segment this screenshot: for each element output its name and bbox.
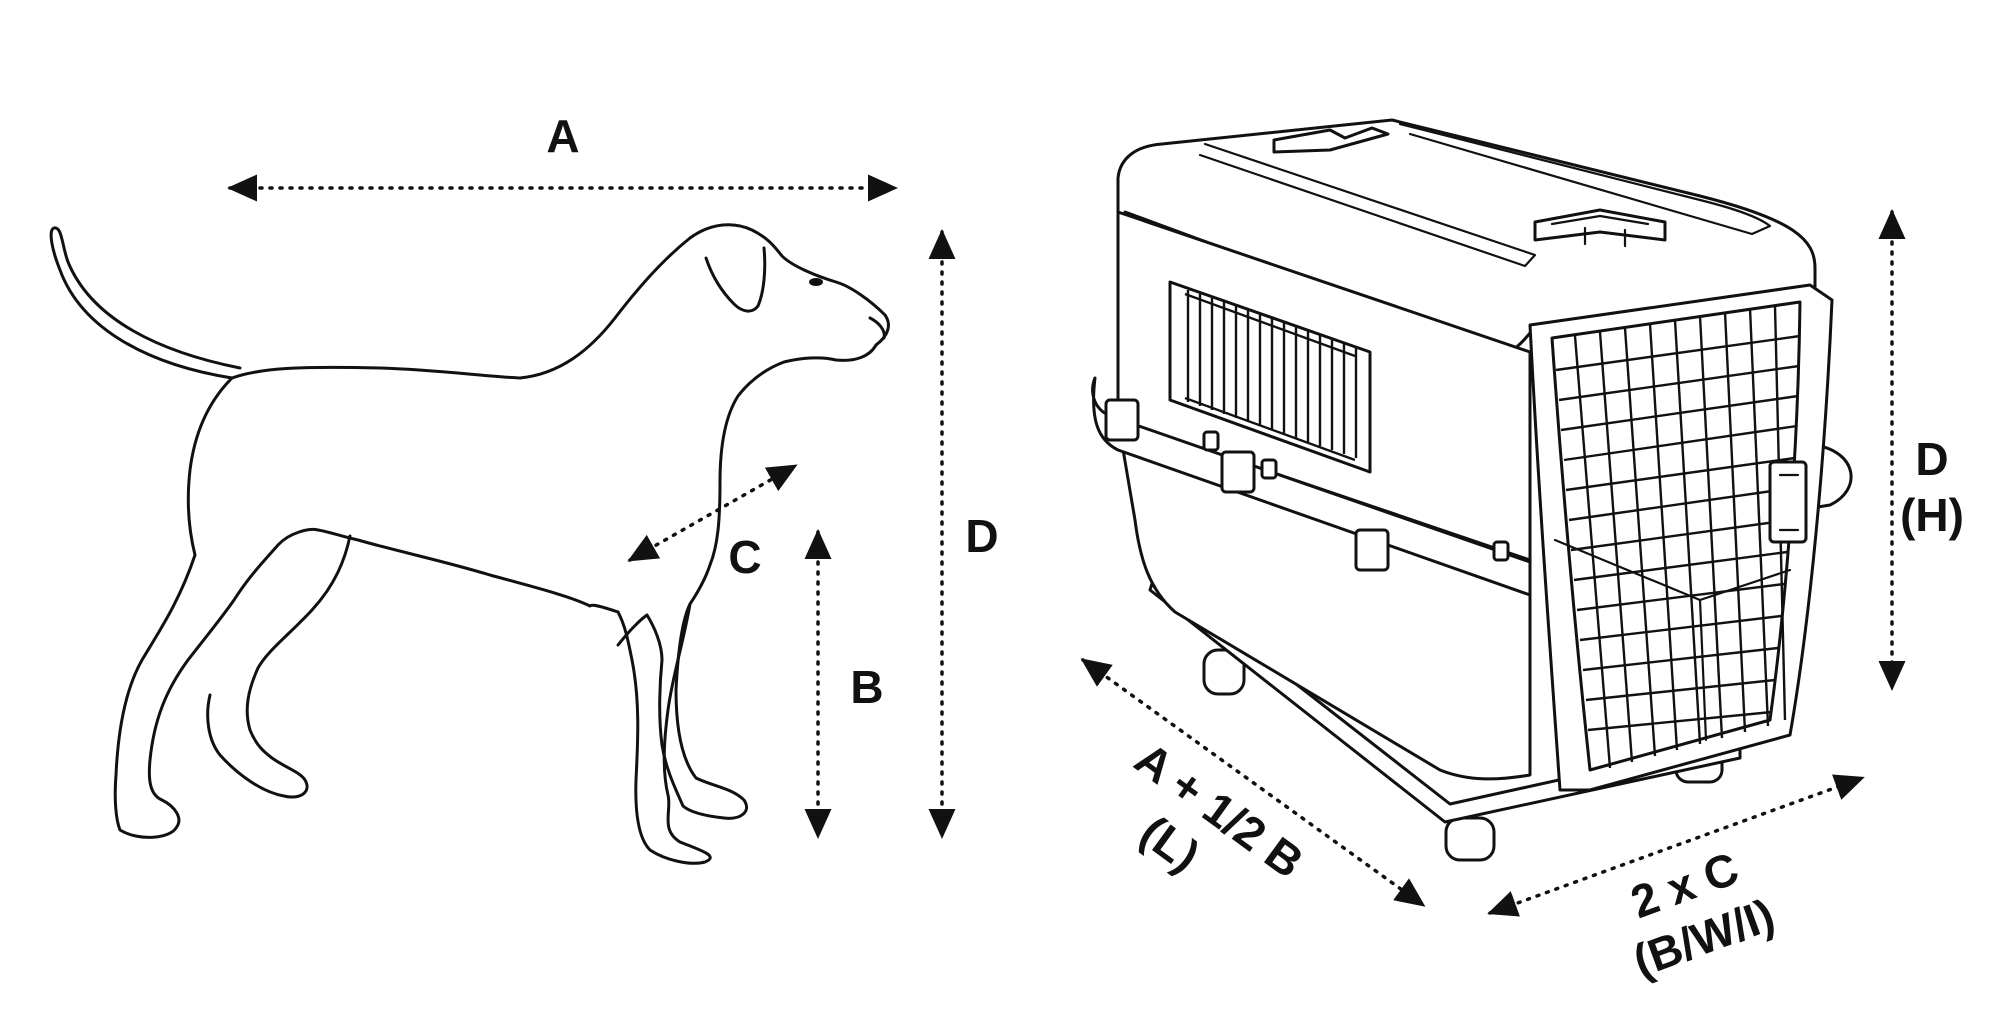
dim-c-line [627, 464, 798, 562]
dog-body [230, 223, 890, 820]
wheel-front [1444, 816, 1496, 862]
dog-dimension-lines [227, 174, 956, 839]
crate-upper-shell [1116, 118, 1817, 427]
dog-rear-leg [113, 376, 320, 839]
label-b: B [850, 661, 883, 713]
label-d-dog: D [965, 510, 998, 562]
crate-middle-flange [1091, 376, 1532, 597]
clip-3 [1354, 528, 1390, 572]
bolt-3 [1492, 540, 1510, 562]
clip-1 [1104, 398, 1140, 442]
label-a: A [546, 110, 579, 162]
bolt-2 [1260, 458, 1278, 480]
crate-clips [1104, 398, 1510, 572]
label-length-crate: A + 1/2 B [1126, 732, 1313, 888]
dog-rear-far-leg [206, 534, 352, 799]
bolt-1 [1202, 430, 1220, 452]
dog-ear [704, 246, 767, 313]
dim-length-line [1080, 658, 1426, 907]
label-h-crate: (H) [1900, 489, 1964, 541]
door-horizontal-bars [1555, 334, 1801, 732]
dog-belly [316, 528, 620, 614]
dog-eye [809, 278, 823, 286]
crate-handle [1533, 208, 1667, 248]
crate-illustration [1091, 118, 1853, 862]
dog-illustration [49, 223, 890, 865]
dim-width-line [1487, 774, 1865, 917]
crate-door [1550, 300, 1808, 772]
dog-nose [868, 316, 886, 340]
clip-2 [1220, 450, 1256, 494]
dog-tail [49, 226, 242, 380]
crate-top-latch [1272, 126, 1390, 154]
label-d-crate: D [1915, 433, 1948, 485]
label-c: C [728, 531, 761, 583]
crate-dimension-lines [1080, 209, 1906, 917]
crate-top-ridge [1198, 142, 1537, 268]
dog-front-far-leg [616, 602, 712, 865]
crate-side-window [1168, 280, 1372, 474]
door-latch [1768, 460, 1808, 544]
crate-top-ridge-right [1398, 122, 1772, 236]
